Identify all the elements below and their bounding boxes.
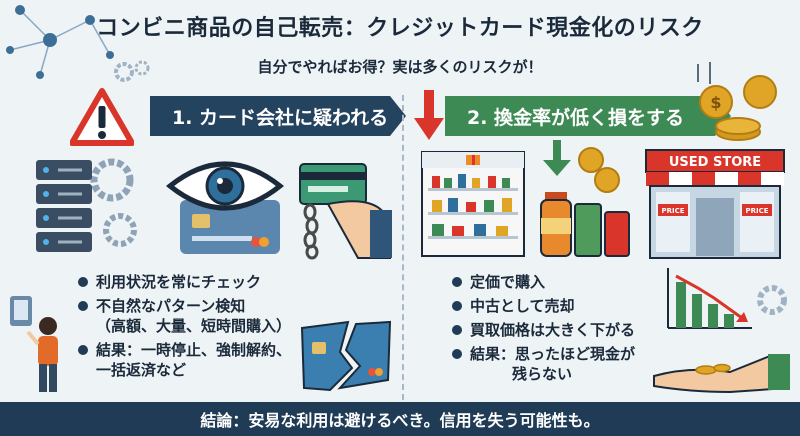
- products-coins-icon: [540, 140, 630, 257]
- section-heading-low-rate: 2. 換金率が低く損をする: [445, 96, 731, 136]
- hand-coins-icon: [653, 354, 790, 394]
- chained-card-icon: [299, 163, 392, 260]
- convenience-store-icon: [421, 151, 525, 257]
- down-arrow-icon: [414, 90, 444, 140]
- store-sign-label: USED STORE: [669, 155, 761, 170]
- list-item: 結果：一時停止、強制解約、一括返済など: [78, 340, 318, 380]
- list-item: 利用状況を常にチェック: [78, 272, 318, 292]
- server-icon: [36, 158, 137, 252]
- gear-icon: [757, 285, 787, 315]
- list-item: 買取価格は大きく下がる: [452, 320, 672, 340]
- conclusion-footer: 結論：安易な利用は避けるべき。信用を失う可能性も。: [0, 402, 800, 436]
- price-tag-label: PRICE: [745, 207, 768, 215]
- price-tag-label: PRICE: [661, 207, 684, 215]
- right-bullet-list: 定価で購入 中古として売却 買取価格は大きく下がる 結果：思ったほど現金が残らな…: [452, 272, 672, 388]
- network-decoration: [6, 5, 114, 79]
- declining-chart-icon: [667, 268, 752, 329]
- used-store-icon: USED STORE PRICE PRICE: [645, 149, 785, 259]
- left-bullet-list: 利用状況を常にチェック 不自然なパターン検知（高額、大量、短時間購入） 結果：一…: [78, 272, 318, 384]
- section-heading-card-suspicion: 1. カード会社に疑われる: [150, 96, 406, 136]
- list-item: 結果：思ったほど現金が残らない: [452, 344, 672, 384]
- warning-icon: [70, 88, 134, 146]
- eye-card-icon: [165, 161, 285, 254]
- svg-text:$: $: [710, 93, 721, 112]
- page-subtitle: 自分でやればお得？実は多くのリスクが！: [257, 58, 543, 76]
- section-divider: [402, 95, 404, 400]
- gear-icon: [114, 60, 150, 82]
- list-item: 定価で購入: [452, 272, 672, 292]
- broken-card-icon: [300, 320, 392, 392]
- person-phone-icon: [10, 296, 58, 392]
- list-item: 中古として売却: [452, 296, 672, 316]
- coins-icon: $: [697, 62, 777, 141]
- page-title: コンビニ商品の自己転売：クレジットカード現金化のリスク: [96, 16, 704, 41]
- list-item: 不自然なパターン検知（高額、大量、短時間購入）: [78, 296, 318, 336]
